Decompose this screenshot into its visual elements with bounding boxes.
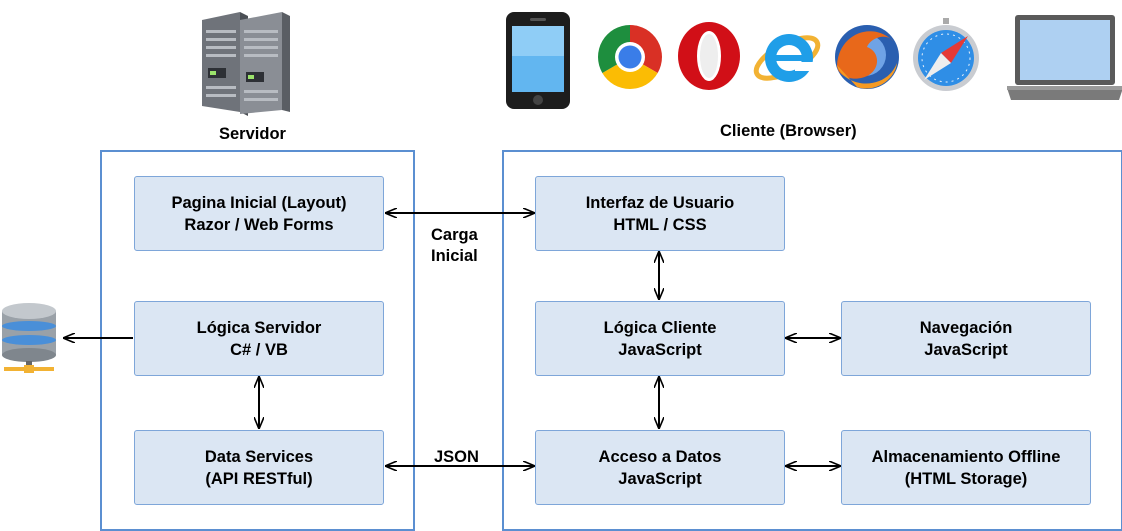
internet-explorer-icon <box>753 34 821 82</box>
box-layout-line2: Razor / Web Forms <box>184 215 334 234</box>
box-layout: Pagina Inicial (Layout) Razor / Web Form… <box>134 176 384 251</box>
box-client-logic-line2: JavaScript <box>618 340 702 359</box>
box-ui: Interfaz de Usuario HTML / CSS <box>535 176 785 251</box>
chrome-icon <box>598 25 662 89</box>
box-layout-line1: Pagina Inicial (Layout) <box>171 193 347 212</box>
box-offline-storage: Almacenamiento Offline (HTML Storage) <box>841 430 1091 505</box>
box-data-services: Data Services (API RESTful) <box>134 430 384 505</box>
box-navigation: Navegación JavaScript <box>841 301 1091 376</box>
server-title: Servidor <box>219 125 286 143</box>
server-icon <box>202 12 290 116</box>
box-data-services-line1: Data Services <box>204 447 314 466</box>
server-container <box>100 150 415 531</box>
smartphone-icon <box>506 12 570 109</box>
database-icon <box>2 303 56 373</box>
box-server-logic: Lógica Servidor C# / VB <box>134 301 384 376</box>
opera-icon <box>678 22 740 90</box>
box-ui-line2: HTML / CSS <box>613 215 707 234</box>
laptop-icon <box>1007 15 1122 100</box>
label-initial-load: Carga Inicial <box>431 225 478 267</box>
client-title: Cliente (Browser) <box>720 122 857 140</box>
box-offline-storage-line1: Almacenamiento Offline <box>871 447 1061 466</box>
firefox-icon <box>835 25 899 89</box>
box-offline-storage-line2: (HTML Storage) <box>904 469 1028 488</box>
label-initial-load-line1: Carga <box>431 226 478 244</box>
box-navigation-line2: JavaScript <box>924 340 1008 359</box>
safari-icon <box>913 18 979 91</box>
label-initial-load-line2: Inicial <box>431 247 478 265</box>
box-data-services-line2: (API RESTful) <box>205 469 313 488</box>
box-data-access: Acceso a Datos JavaScript <box>535 430 785 505</box>
box-ui-line1: Interfaz de Usuario <box>585 193 735 212</box>
box-server-logic-line2: C# / VB <box>230 340 288 359</box>
box-client-logic: Lógica Cliente JavaScript <box>535 301 785 376</box>
box-data-access-line1: Acceso a Datos <box>598 447 722 466</box>
box-data-access-line2: JavaScript <box>618 469 702 488</box>
box-server-logic-line1: Lógica Servidor <box>196 318 322 337</box>
box-navigation-line1: Navegación <box>919 318 1013 337</box>
box-client-logic-line1: Lógica Cliente <box>603 318 717 337</box>
